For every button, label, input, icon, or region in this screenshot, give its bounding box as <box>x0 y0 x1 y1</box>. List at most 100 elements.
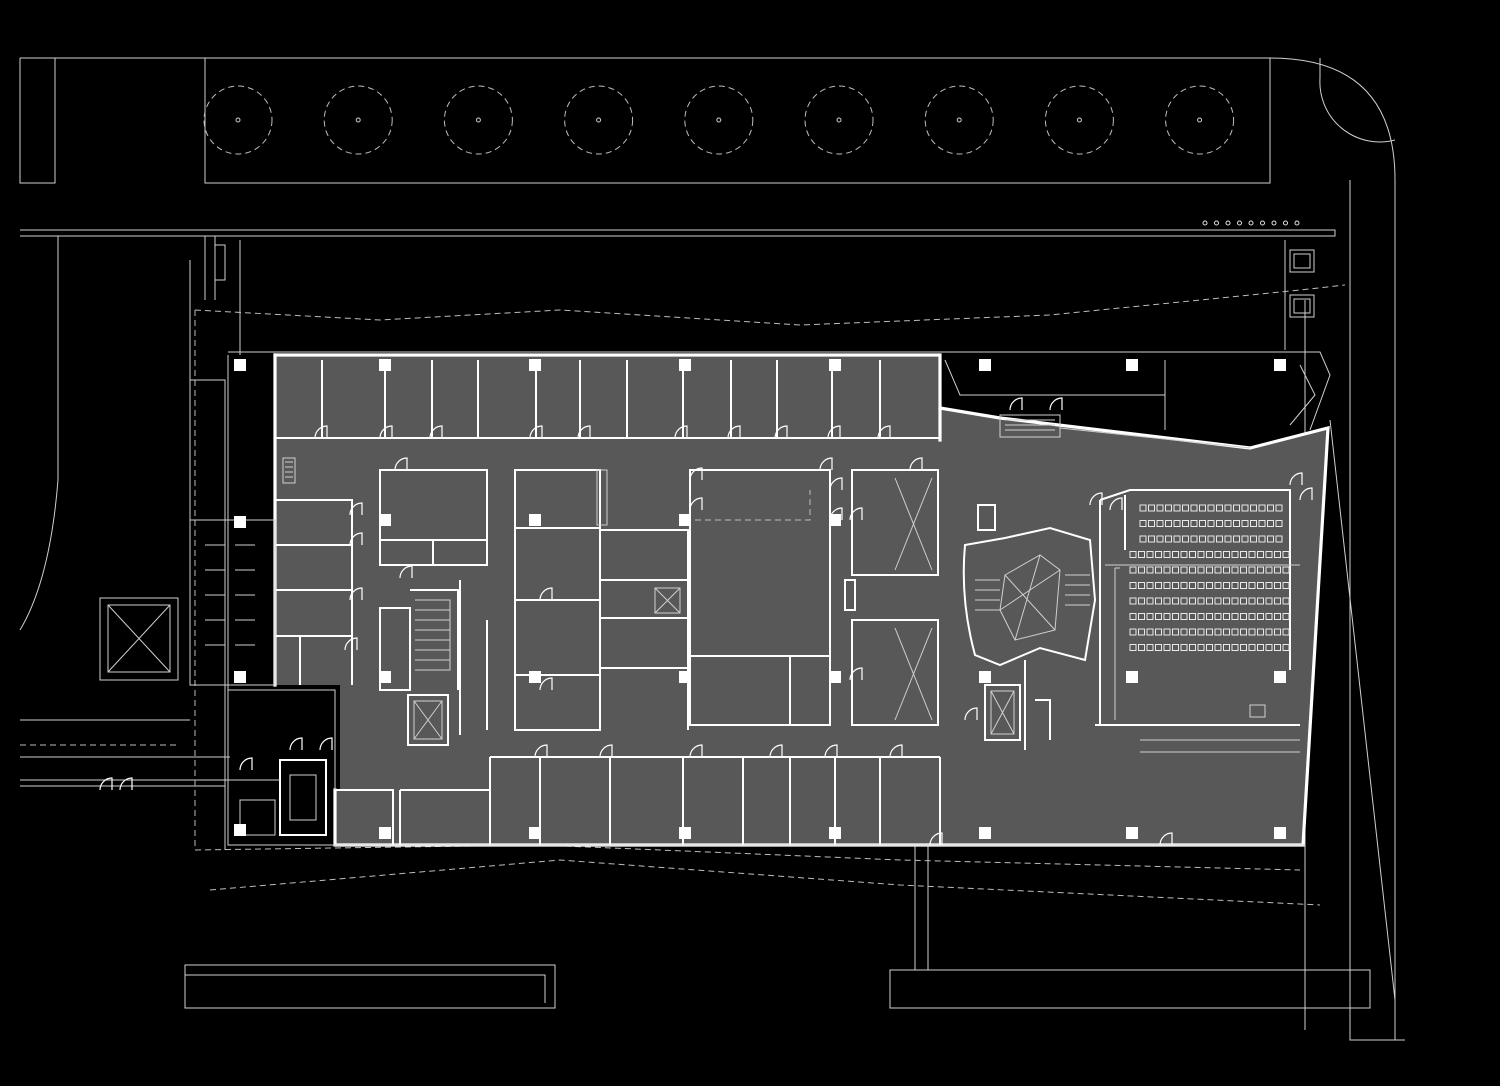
auditorium-seat <box>1139 504 1147 512</box>
auditorium-seat <box>1173 504 1181 512</box>
door-swing <box>349 502 363 516</box>
auditorium-seat <box>1148 504 1155 512</box>
auditorium-seat <box>1240 551 1247 558</box>
central-rooms <box>514 469 831 731</box>
auditorium-seat <box>1163 644 1171 651</box>
auditorium-seat <box>1163 613 1171 620</box>
auditorium-seat <box>1257 597 1264 605</box>
structural-column <box>1126 827 1138 839</box>
structural-column <box>979 671 991 683</box>
structural-column <box>529 359 541 371</box>
street-trees <box>203 85 1235 155</box>
door-swing <box>909 457 923 471</box>
door-swing <box>577 425 591 439</box>
structural-column <box>379 671 391 683</box>
auditorium-seat <box>1224 535 1232 543</box>
street-tree-center <box>836 117 842 123</box>
auditorium-seat <box>1265 551 1273 558</box>
street-tree-center <box>1197 117 1203 123</box>
bollard <box>1248 220 1254 226</box>
auditorium-seat <box>1265 566 1273 574</box>
auditorium-seat <box>1146 597 1154 605</box>
auditorium-seat <box>1214 582 1222 589</box>
door-swing <box>1089 492 1103 506</box>
auditorium-seat <box>1155 597 1162 605</box>
auditorium-seat <box>1207 535 1215 543</box>
street-tree <box>1044 85 1114 155</box>
auditorium-seat <box>1248 628 1256 636</box>
street-tree <box>203 85 273 155</box>
bollard <box>1283 220 1288 226</box>
auditorium-seat <box>1138 628 1145 636</box>
auditorium-seat <box>1172 613 1179 620</box>
auditorium-seat <box>1240 644 1247 651</box>
door-swing <box>534 744 548 758</box>
auditorium-seat <box>1207 520 1215 527</box>
auditorium-seat <box>1146 566 1154 574</box>
auditorium-seat <box>1180 597 1188 605</box>
door-swing <box>689 467 703 481</box>
auditorium-seat <box>1189 566 1196 574</box>
street-tree <box>564 85 634 155</box>
auditorium-seat <box>1214 566 1222 574</box>
auditorium <box>1095 489 1300 753</box>
feature-stair <box>962 504 1097 750</box>
door-swing <box>349 532 363 546</box>
bollards <box>1202 220 1300 226</box>
auditorium-seat <box>1265 628 1273 636</box>
street-tree <box>804 85 874 155</box>
auditorium-seat <box>1231 566 1239 574</box>
door-swing <box>319 737 333 751</box>
auditorium-seat <box>1197 582 1205 589</box>
auditorium-seat <box>1231 644 1239 651</box>
auditorium-seat <box>1172 597 1179 605</box>
auditorium-seat <box>1233 504 1240 512</box>
auditorium-seat <box>1138 597 1145 605</box>
auditorium-seat <box>1223 551 1230 558</box>
auditorium-seat <box>1267 520 1274 527</box>
auditorium-seat <box>1275 520 1283 527</box>
door-swing <box>849 667 863 681</box>
auditorium-seat <box>1156 520 1164 527</box>
auditorium-seat <box>1231 551 1239 558</box>
structural-column <box>379 359 391 371</box>
auditorium-seat <box>1214 628 1222 636</box>
door-swing <box>774 425 788 439</box>
door-swing <box>689 497 703 511</box>
door-swing <box>877 425 891 439</box>
auditorium-seat <box>1190 504 1198 512</box>
auditorium-seat <box>1197 597 1205 605</box>
auditorium-seat <box>1216 504 1223 512</box>
auditorium-seat <box>1138 551 1145 558</box>
corner-planters <box>1289 249 1315 318</box>
auditorium-seat <box>1129 644 1137 651</box>
street-tree-center <box>716 117 722 123</box>
auditorium-seat <box>1231 597 1239 605</box>
auditorium-seat <box>1223 566 1230 574</box>
auditorium-seat <box>1248 597 1256 605</box>
door-swing <box>379 425 393 439</box>
restrooms <box>844 469 939 726</box>
auditorium-seat <box>1240 597 1247 605</box>
auditorium-seat <box>1129 613 1137 620</box>
auditorium-seat <box>1138 613 1145 620</box>
bollard <box>1202 220 1208 226</box>
auditorium-seat <box>1240 566 1247 574</box>
door-swing <box>539 587 553 601</box>
auditorium-seat <box>1265 613 1273 620</box>
structural-column <box>679 359 691 371</box>
door-swing <box>727 425 741 439</box>
auditorium-seat <box>1129 551 1137 558</box>
auditorium-seat <box>1231 582 1239 589</box>
auditorium-seat <box>1197 566 1205 574</box>
structural-column <box>679 671 691 683</box>
auditorium-seat <box>1214 644 1222 651</box>
door-swing <box>429 425 443 439</box>
facade-marks <box>282 414 1251 526</box>
street-tree <box>924 85 994 155</box>
bollard <box>1271 220 1277 226</box>
auditorium-seat <box>1189 582 1196 589</box>
auditorium-seat <box>1146 613 1154 620</box>
auditorium-seat <box>1233 520 1240 527</box>
auditorium-seat <box>1207 504 1215 512</box>
